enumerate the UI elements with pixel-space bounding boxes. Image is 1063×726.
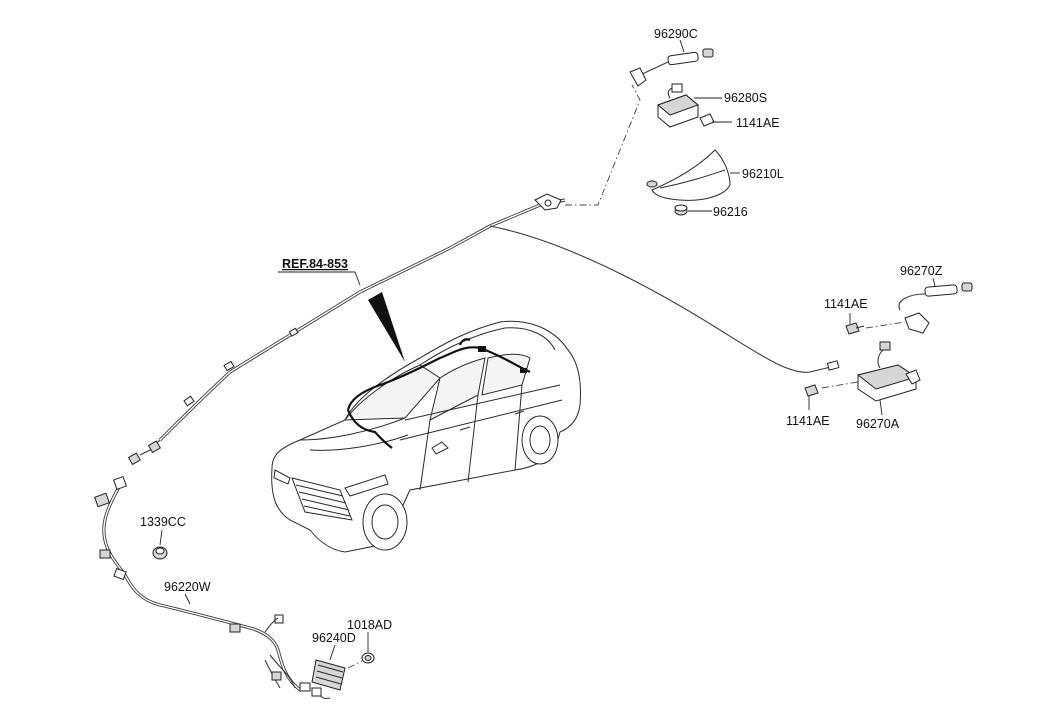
part-96290C: [629, 39, 714, 87]
part-96216-grommet: [674, 204, 712, 216]
label-1141AE-top: 1141AE: [736, 116, 780, 130]
part-1141AE-mid-bolt: [845, 313, 906, 335]
part-96270A-module: [821, 341, 921, 416]
label-1141AE-mid: 1141AE: [824, 297, 868, 311]
label-1018AD: 1018AD: [347, 618, 392, 632]
connection-dash-96290C: [565, 84, 641, 206]
label-1141AE-low: 1141AE: [786, 414, 830, 428]
part-96270Z: [898, 277, 973, 334]
ref-pointer: [278, 271, 361, 286]
part-1339CC-grommet: [152, 529, 168, 560]
part-1018AD-nut: [347, 632, 375, 669]
part-96210L-shark-fin-antenna: [646, 149, 740, 201]
label-96270Z: 96270Z: [900, 264, 943, 278]
part-1141AE-low-bolt: [804, 384, 819, 410]
pointer-arrow: [368, 292, 405, 362]
label-96220W: 96220W: [164, 580, 211, 594]
part-96220W-harness: [94, 475, 311, 692]
label-1339CC: 1339CC: [140, 515, 186, 529]
car-illustration: [271, 320, 581, 553]
label-96210L: 96210L: [742, 167, 784, 181]
label-96280S: 96280S: [724, 91, 767, 105]
part-96240D-module: [311, 644, 346, 699]
connector-right-cable: [826, 360, 840, 371]
label-ref-84-853: REF.84-853: [282, 257, 348, 271]
label-96270A: 96270A: [856, 417, 900, 431]
label-96290C: 96290C: [654, 27, 698, 41]
label-96216: 96216: [713, 205, 748, 219]
label-96240D: 96240D: [312, 631, 356, 645]
part-96280S: [657, 83, 732, 128]
roof-cable-96220W-upper: [127, 193, 836, 466]
